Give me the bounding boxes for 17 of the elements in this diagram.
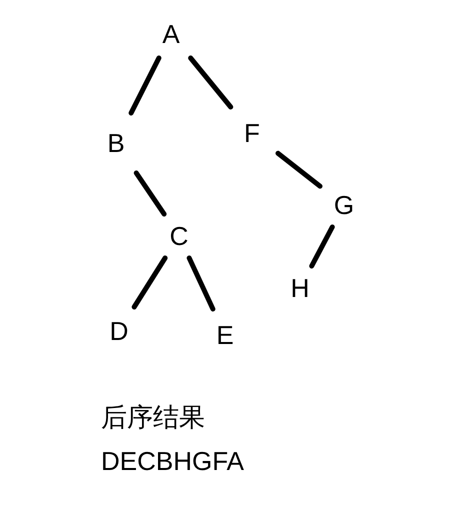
node-letter: D bbox=[110, 318, 128, 344]
node-letter: B bbox=[107, 130, 125, 156]
node-letter: C bbox=[170, 223, 188, 249]
result-heading: 后序结果 bbox=[101, 404, 205, 430]
tree-edge bbox=[309, 224, 335, 268]
node-letter: A bbox=[162, 21, 180, 47]
node-letter: E bbox=[216, 322, 234, 348]
node-letter: H bbox=[290, 275, 310, 301]
tree-edge bbox=[186, 256, 216, 312]
node-letter: G bbox=[334, 192, 354, 218]
result-sequence: DECBHGFA bbox=[101, 448, 244, 474]
tree-edge bbox=[276, 150, 322, 189]
tree-edge bbox=[188, 56, 234, 110]
tree-edge bbox=[132, 256, 168, 310]
node-letter: F bbox=[244, 120, 260, 146]
tree-edge bbox=[134, 170, 167, 216]
tree-edge bbox=[128, 56, 162, 116]
